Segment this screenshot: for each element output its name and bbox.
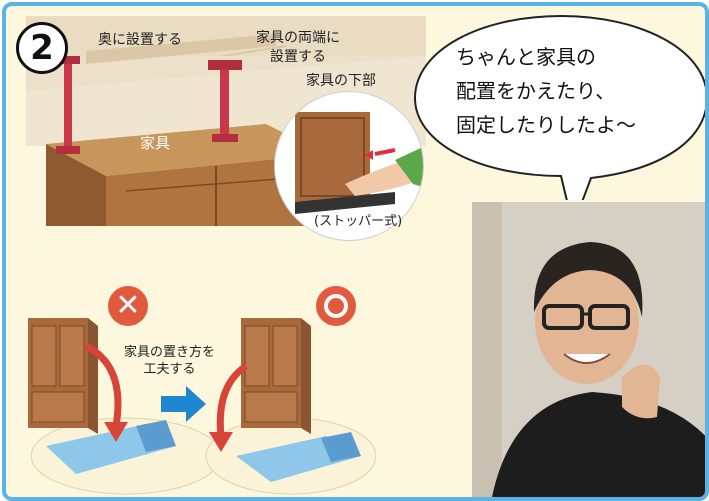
label-install-ends: 家具の両端に 設置する [256, 30, 340, 65]
fall-arrow-correct [216, 363, 249, 437]
wrong-placement [28, 318, 222, 495]
step-number-badge: 2 [16, 22, 68, 74]
placement-diagram [28, 318, 376, 495]
cabinet-side [46, 144, 106, 226]
correct-placement [205, 318, 376, 495]
double-circle-icon [316, 286, 356, 326]
stopper-closeup-drawing [295, 112, 423, 214]
tension-pole-right [208, 60, 242, 142]
label-furniture-bottom: 家具の下部 [306, 73, 376, 89]
label-stopper-type: (ストッパー式) [314, 214, 403, 229]
label-placement-tip: 家具の置き方を 工夫する [124, 345, 216, 377]
wrong-mark-icon: ✕ [108, 286, 148, 326]
speech-bubble [413, 14, 705, 200]
label-furniture: 家具 [140, 134, 171, 152]
speech-text: ちゃんと家具の 配置をかえたり、 固定したりしたよ〜 [456, 45, 636, 137]
tension-pole-left [56, 56, 80, 154]
fall-arrow-wrong [84, 342, 122, 427]
stopper-closeup [274, 91, 424, 241]
person-photo [472, 202, 705, 497]
transition-arrow [161, 386, 206, 422]
label-install-back: 奥に設置する [98, 32, 182, 48]
cabinet-top [46, 124, 326, 176]
person-photo-drawing [472, 202, 705, 497]
